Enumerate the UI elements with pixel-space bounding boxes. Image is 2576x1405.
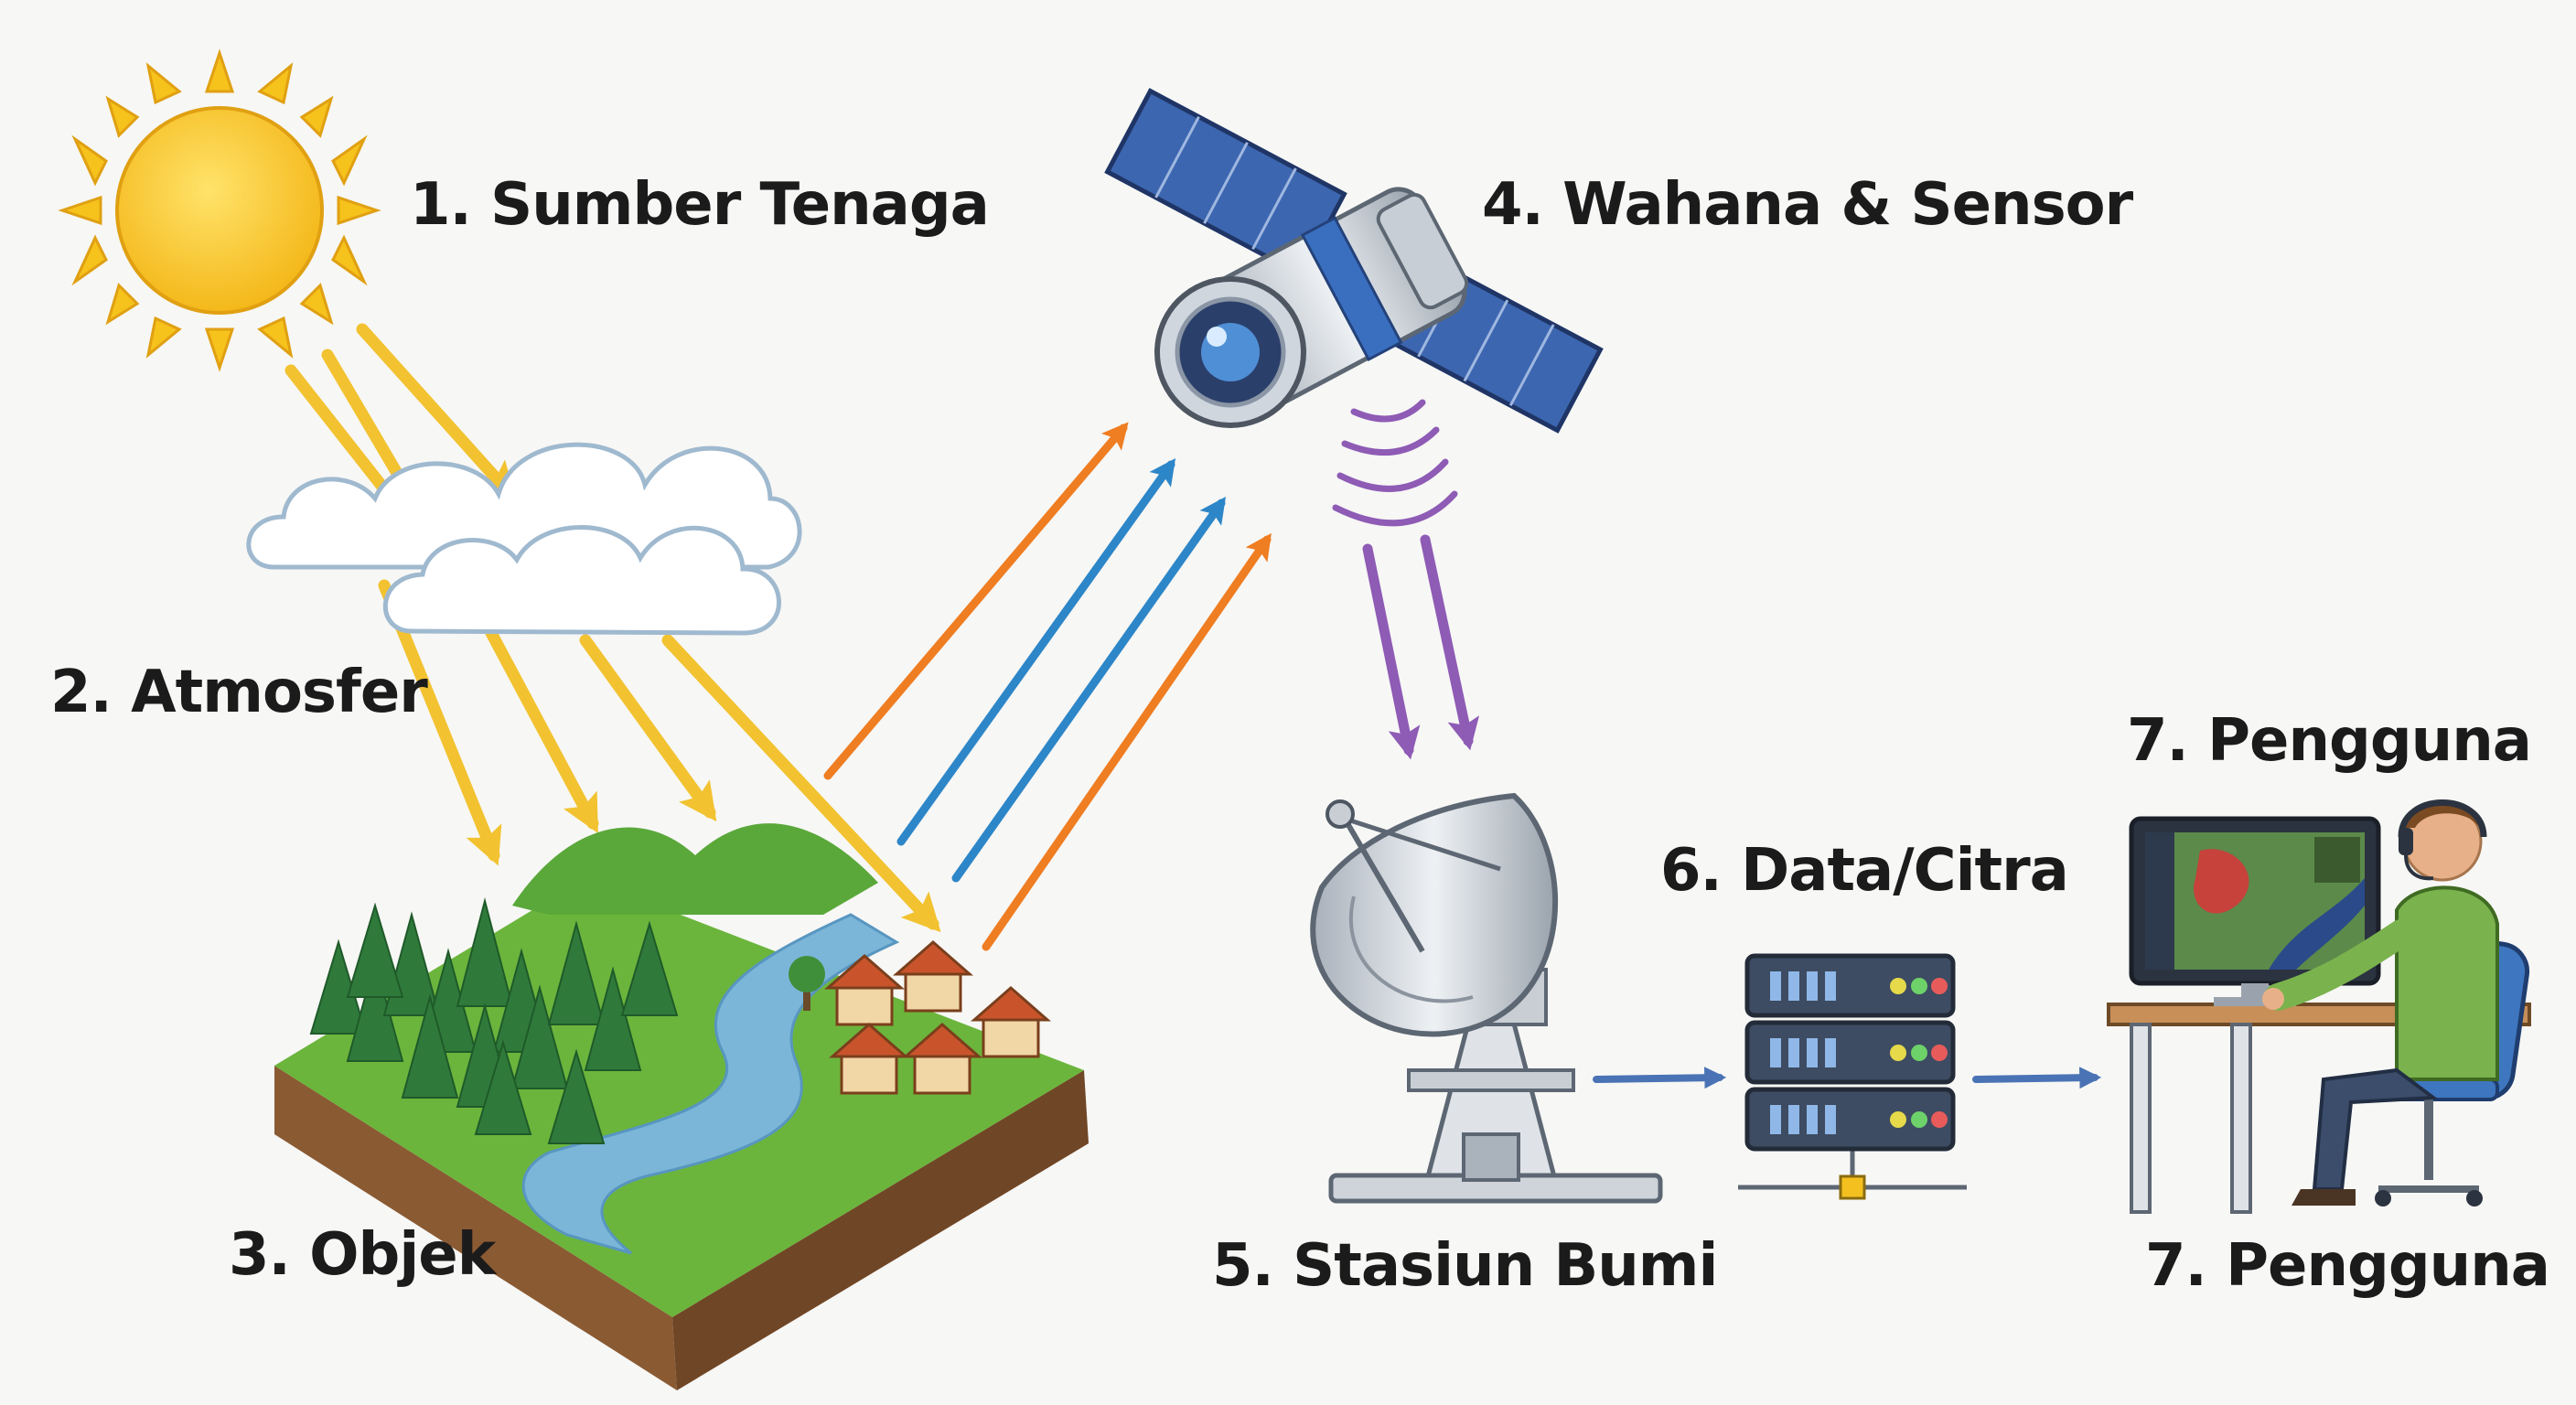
label-pengguna-bottom: 7. Pengguna: [2145, 1232, 2550, 1300]
user-workstation-icon: [2107, 799, 2531, 1214]
signal-wave-icon: [1332, 399, 1458, 527]
label-pengguna-top: 7. Pengguna: [2127, 707, 2532, 775]
label-objek: 3. Objek: [229, 1221, 496, 1289]
label-atmosfer: 2. Atmosfer: [50, 659, 428, 726]
satellite-dish-icon: [1310, 792, 1663, 1204]
data-flow-arrows: [1593, 1067, 2102, 1089]
label-data-citra: 6. Data/Citra: [1660, 837, 2069, 905]
server-icon: [1738, 953, 1967, 1200]
cloud-icon: [246, 442, 802, 636]
sun-icon: [58, 48, 381, 372]
satellite-icon: [1104, 88, 1604, 434]
label-sumber-tenaga: 1. Sumber Tenaga: [410, 171, 990, 239]
label-wahana-sensor: 4. Wahana & Sensor: [1482, 171, 2133, 239]
reflected-energy-arrows: [823, 422, 1272, 951]
landscape-icon: [274, 823, 1089, 1390]
label-stasiun-bumi: 5. Stasiun Bumi: [1212, 1232, 1718, 1300]
downlink-arrows: [1362, 534, 1480, 760]
incoming-solar-rays: [284, 323, 941, 933]
